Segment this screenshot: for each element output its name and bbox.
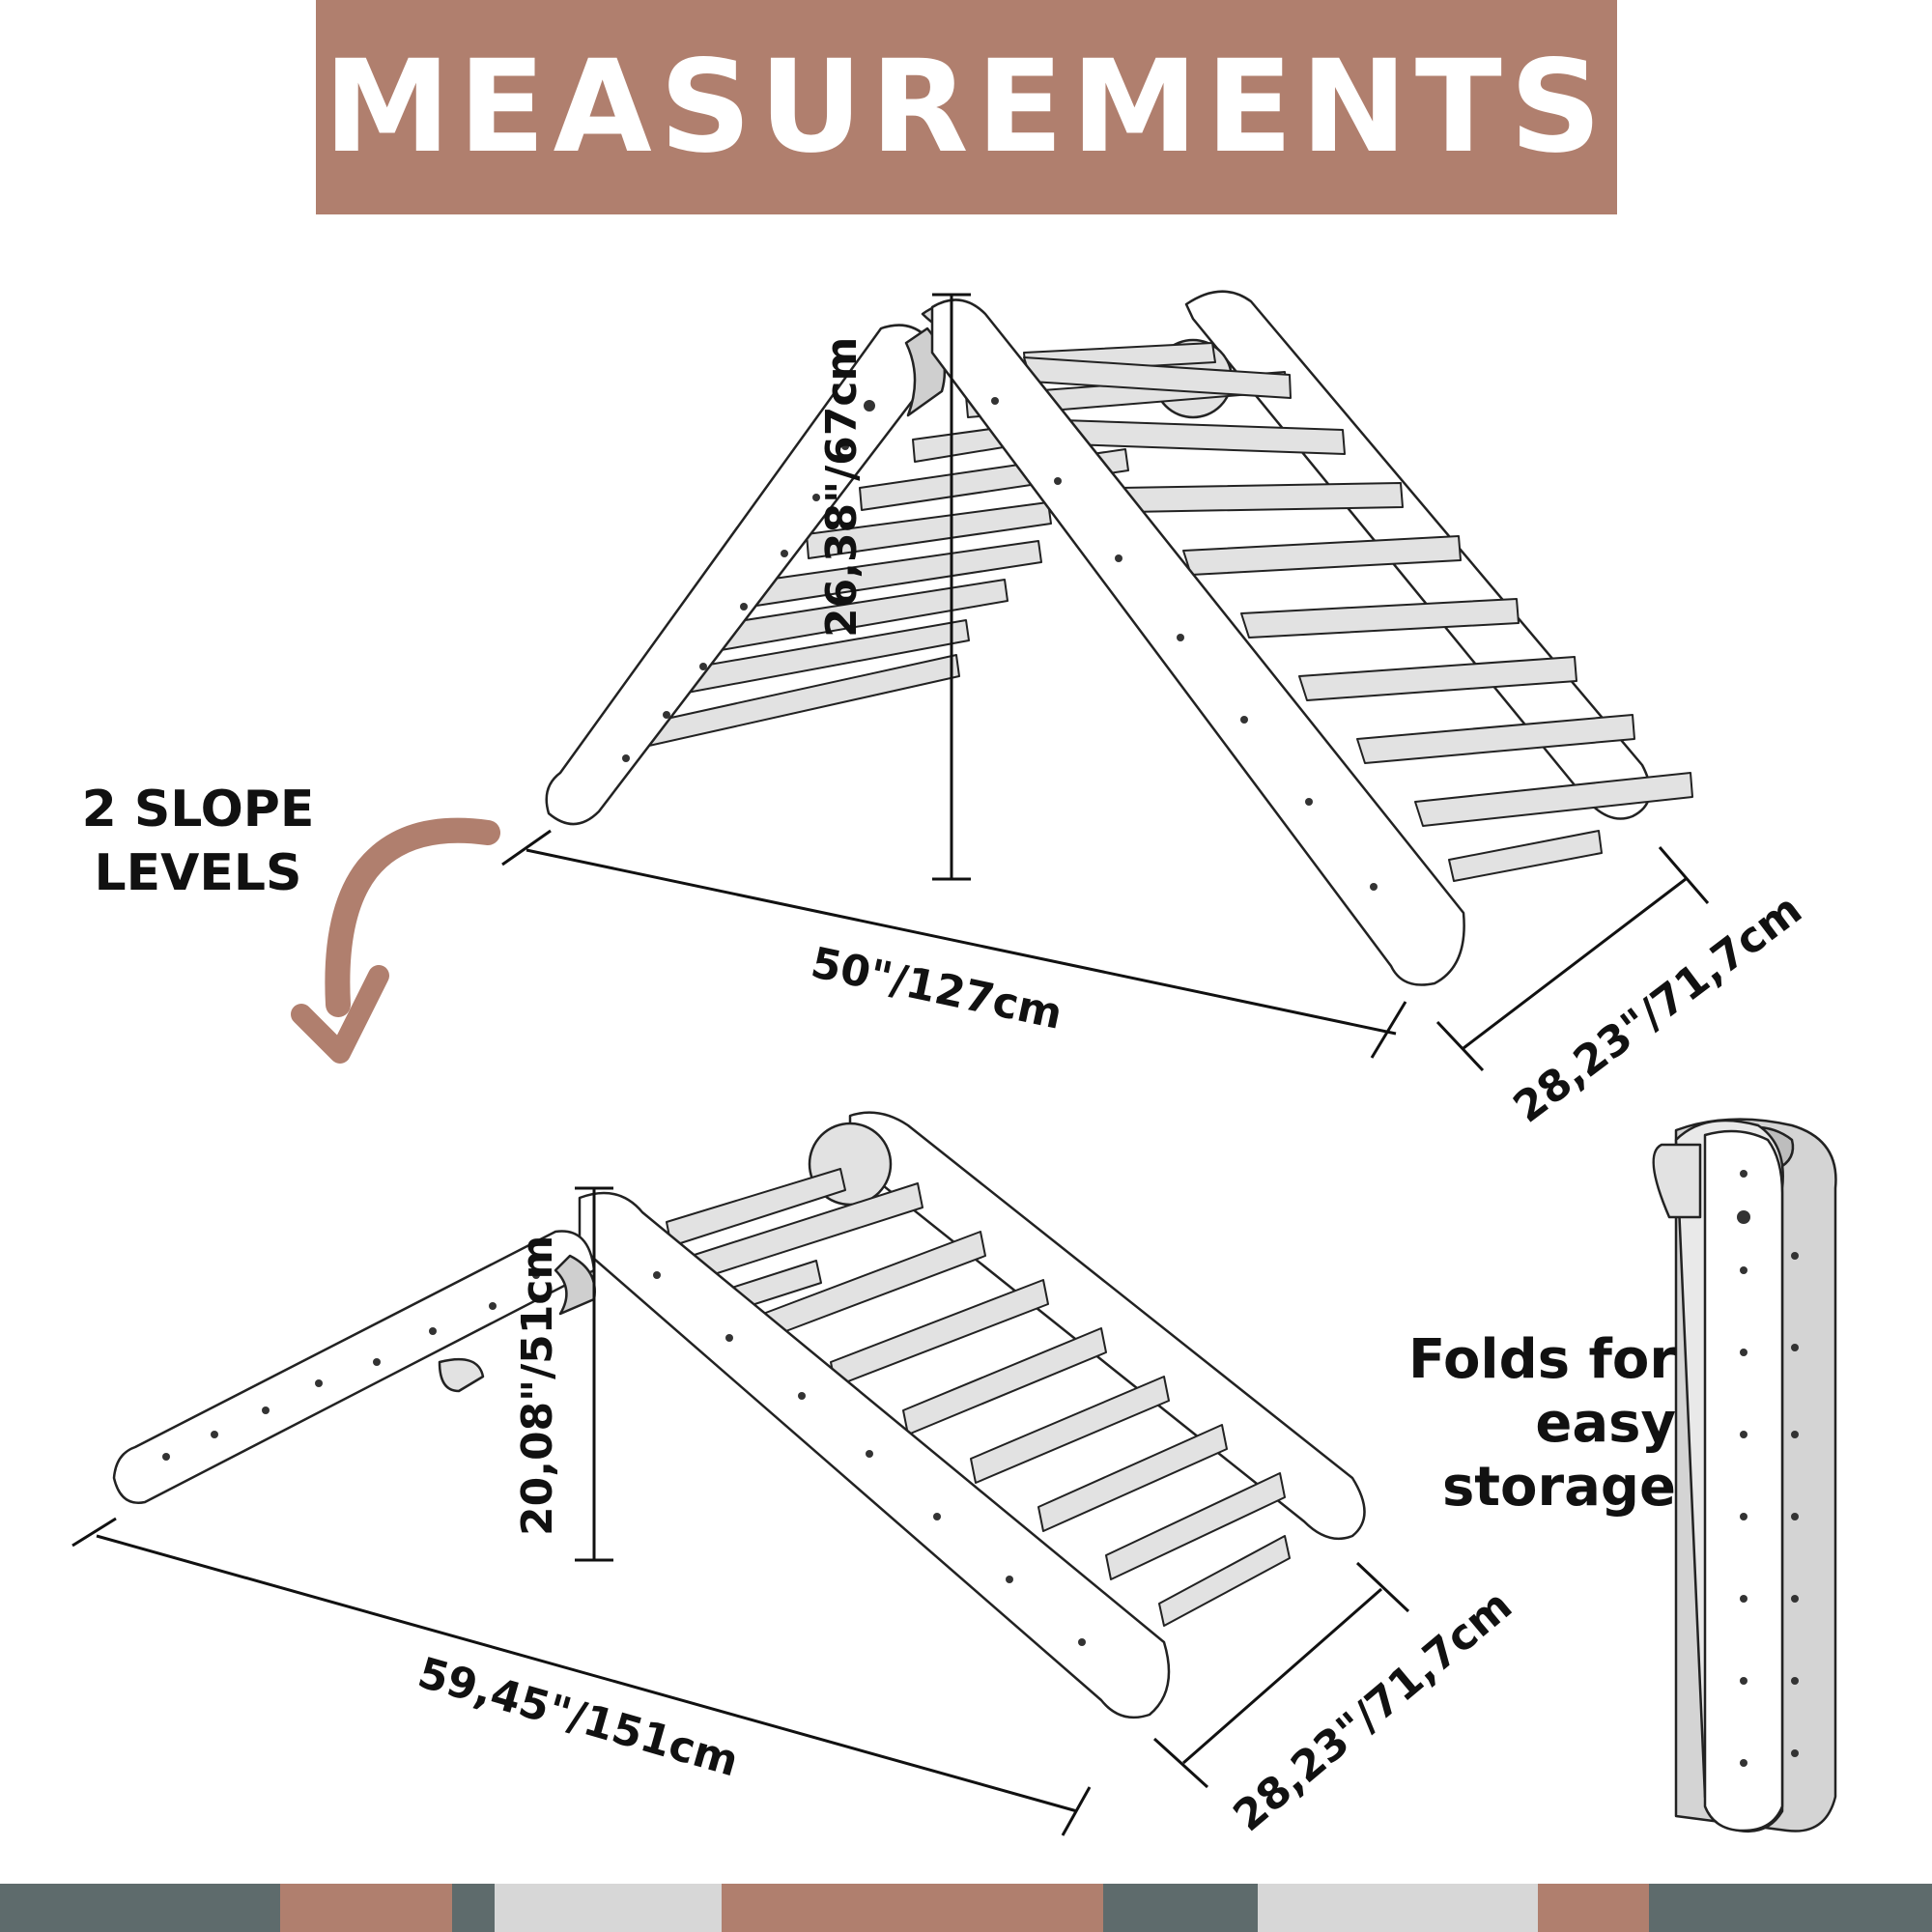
stripe-3 bbox=[452, 1884, 495, 1932]
slope-levels-caption: 2 SLOPE LEVELS bbox=[39, 778, 357, 905]
front-low-rail bbox=[112, 1230, 596, 1504]
storage-caption-line-2: easy bbox=[1535, 1392, 1676, 1455]
stripe-7 bbox=[1258, 1884, 1538, 1932]
bottom-height-label: 20,08"/51cm bbox=[513, 1235, 562, 1536]
stripe-4 bbox=[495, 1884, 722, 1932]
stripe-1 bbox=[0, 1884, 280, 1932]
dimension-lines-top bbox=[501, 293, 1710, 1072]
folded-storage-drawing bbox=[1652, 1118, 1837, 1833]
stripe-9 bbox=[1649, 1884, 1932, 1932]
slope-caption-line-2: LEVELS bbox=[94, 844, 302, 902]
page-title: MEASUREMENTS bbox=[324, 33, 1609, 182]
storage-holes bbox=[1737, 1170, 1799, 1767]
stripe-2 bbox=[280, 1884, 452, 1932]
front-right-rail bbox=[930, 298, 1465, 986]
slope-rail-holes bbox=[162, 1271, 1086, 1646]
rail-holes bbox=[622, 397, 1378, 891]
slope-caption-line-1: 2 SLOPE bbox=[81, 781, 315, 838]
stripe-5 bbox=[722, 1884, 1103, 1932]
stripe-6 bbox=[1103, 1884, 1258, 1932]
triangle-slope-drawing bbox=[112, 1111, 1366, 1719]
storage-caption-line-1: Folds for bbox=[1407, 1328, 1676, 1391]
front-slope-rail bbox=[578, 1191, 1171, 1719]
decorative-stripe-bar bbox=[0, 1884, 1932, 1932]
rungs-right bbox=[1023, 356, 1693, 882]
rungs-slope bbox=[666, 1168, 1291, 1627]
storage-caption: Folds for easy storage bbox=[1348, 1328, 1676, 1520]
stripe-8 bbox=[1538, 1884, 1649, 1932]
storage-caption-line-3: storage bbox=[1441, 1456, 1676, 1519]
title-banner: MEASUREMENTS bbox=[316, 0, 1617, 214]
front-left-rail bbox=[545, 324, 947, 826]
top-height-label: 26,38"/67cm bbox=[817, 336, 867, 638]
curved-down-arrow-icon bbox=[291, 817, 500, 1064]
dimension-lines-bottom bbox=[71, 1186, 1410, 1836]
triangle-steep-drawing bbox=[545, 290, 1693, 986]
